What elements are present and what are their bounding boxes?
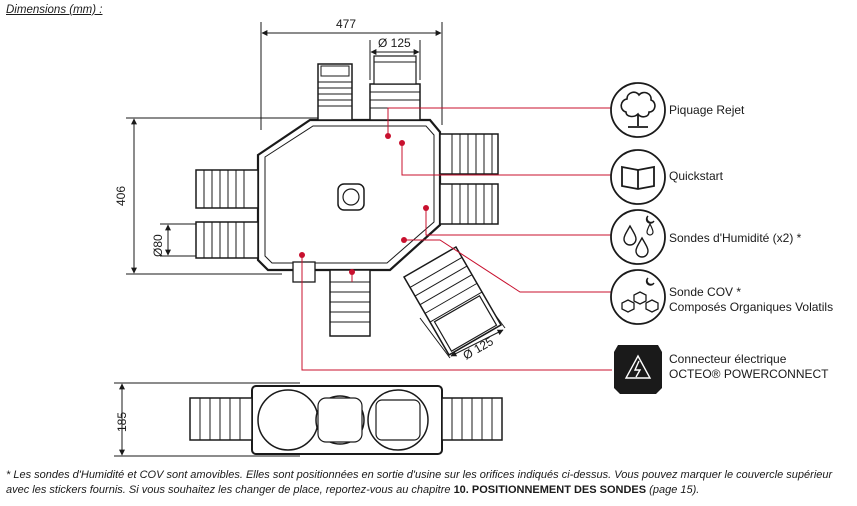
dimension-height-label: 406 (114, 186, 128, 206)
book-icon (610, 149, 666, 205)
leader-lines (301, 107, 612, 371)
spigot-left-upper (195, 169, 259, 209)
dimension-dia-left-label: Ø80 (151, 234, 165, 257)
dimension-dia-top-label: Ø 125 (378, 36, 411, 50)
spigot-bottom (329, 269, 371, 337)
connector-block (292, 261, 316, 283)
unit-side-view (189, 385, 503, 455)
voc-icon (610, 269, 666, 325)
dimensions-title: Dimensions (mm) : (6, 4, 103, 16)
legend-label-humidity: Sondes d'Humidité (x2) * (669, 231, 802, 245)
legend-label-quickstart: Quickstart (669, 169, 724, 183)
spigot-right-upper (439, 133, 499, 175)
spigot-top-right (369, 55, 421, 121)
spigot-top-left (317, 63, 353, 121)
dimension-side-height (114, 382, 300, 457)
legend-label-piquage-rejet: Piquage Rejet (669, 103, 745, 117)
unit-top-view (195, 55, 503, 356)
humidity-icon (610, 209, 666, 265)
dimension-side-height-label: 185 (115, 412, 129, 432)
dimension-height (126, 117, 318, 275)
connector-icon (614, 345, 662, 394)
chapter-reference: 10. POSITIONNEMENT DES SONDES (453, 484, 647, 496)
spigot-diagonal (402, 245, 503, 356)
dimension-dia-top (369, 40, 421, 80)
dimension-width-label: 477 (336, 17, 356, 31)
dimension-dia-left (160, 223, 200, 257)
legend-label-connector: Connecteur électrique OCTEO® POWERCONNEC… (669, 352, 829, 381)
footnote: * Les sondes d'Humidité et COV sont amov… (6, 469, 833, 496)
tree-icon (610, 82, 666, 138)
legend-label-voc: Sonde COV * Composés Organiques Volatils (669, 285, 834, 314)
spigot-right-lower (439, 183, 499, 225)
spigot-left-lower (195, 221, 259, 259)
